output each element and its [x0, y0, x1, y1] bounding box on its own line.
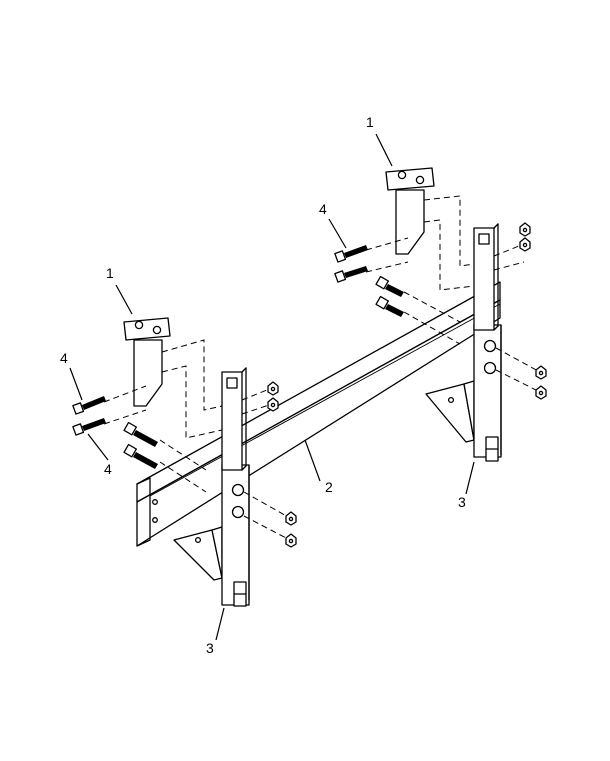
callout-item-1-left: 1 [106, 265, 114, 281]
callout-item-4-right: 4 [319, 201, 327, 217]
left-bracket [123, 317, 171, 407]
bolt-left-lower [72, 418, 106, 436]
nut-right-3 [535, 365, 547, 380]
bolt-left-upper [72, 396, 106, 415]
bolt-left-cross-lower [123, 443, 158, 469]
callout-item-1-right: 1 [366, 114, 374, 130]
callout-item-2: 2 [325, 479, 333, 495]
callout-item-4-left-upper: 4 [60, 350, 68, 366]
callout-item-3-left: 3 [206, 640, 214, 656]
callout-item-3-right: 3 [458, 494, 466, 510]
nut-right-4 [535, 385, 547, 400]
bolt-right-upper [334, 245, 368, 263]
nuts [267, 222, 547, 548]
nut-right-1 [519, 222, 531, 237]
nut-left-2 [267, 397, 279, 412]
nut-left-1 [267, 381, 279, 396]
callouts: 1 1 2 3 3 4 4 4 [60, 114, 466, 656]
nut-left-3 [285, 511, 297, 526]
nut-left-4 [285, 533, 297, 548]
bolts [72, 245, 404, 469]
dashed-assembly-lines [103, 195, 541, 541]
bolt-right-cross-lower [375, 295, 404, 317]
bolt-right-cross-upper [375, 275, 404, 297]
right-bracket [385, 167, 435, 255]
left-upright [173, 367, 250, 607]
leader-lines [69, 133, 475, 641]
nut-right-2 [519, 237, 531, 252]
callout-item-4-left-lower: 4 [104, 461, 112, 477]
bolt-right-lower [334, 266, 368, 283]
right-upright [425, 223, 502, 462]
bolt-left-cross-upper [123, 421, 158, 447]
